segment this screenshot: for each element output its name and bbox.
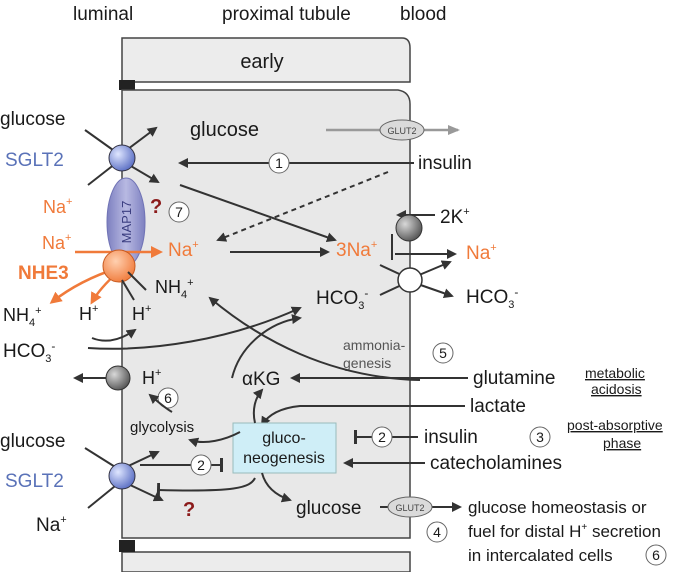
nhe3-stalk-1 — [127, 271, 147, 291]
gluco-glucose-arrow — [261, 472, 292, 503]
glycolysis-h-arrow — [148, 393, 173, 413]
glut2-top — [379, 119, 425, 141]
next-segment — [121, 551, 411, 572]
badge-6b — [645, 544, 667, 566]
question-mark-top: ? — [150, 196, 162, 218]
three-na: 3Na+ — [336, 239, 377, 261]
hco3-to-blood-arrow — [87, 306, 302, 350]
badge-5-label: 5 — [439, 345, 447, 361]
nh4-left: NH4+ — [3, 305, 42, 329]
na-blood: Na+ — [466, 242, 497, 264]
badge-7 — [168, 201, 190, 223]
insulin-top: insulin — [418, 153, 472, 174]
homeostasis-line-2: fuel for distal H+ secretion — [468, 522, 661, 541]
header-blood: blood — [400, 4, 447, 25]
badge-7-label: 7 — [175, 204, 183, 220]
ammonia-label-1: ammonia- — [343, 337, 406, 353]
na-top-2: Na+ — [42, 232, 71, 253]
header-luminal: luminal — [73, 4, 133, 25]
badge-2b-label: 2 — [378, 429, 386, 445]
h-left: H+ — [79, 303, 98, 324]
sglt2-top-label: SGLT2 — [5, 150, 64, 171]
badge-3-label: 3 — [536, 429, 544, 445]
post-absorptive-2: phase — [603, 435, 641, 451]
glut2-bottom — [387, 496, 433, 518]
badge-2a — [190, 454, 212, 476]
hco3-left: HCO3- — [3, 339, 55, 365]
metabolic-acidosis-2: acidosis — [591, 381, 642, 397]
glucose-top-left: glucose — [0, 109, 66, 130]
badge-6b-label: 6 — [652, 547, 660, 563]
na-k-atpase — [395, 214, 423, 242]
glucose-na-cross-arrow — [179, 184, 337, 243]
nhe3-transporter — [102, 249, 136, 283]
glucose-bottom-cell: glucose — [296, 498, 362, 519]
glucose-cell-label: glucose — [190, 119, 259, 141]
map17-label: MAP17 — [119, 201, 134, 244]
nhe3-label: NHE3 — [18, 263, 69, 284]
badge-1 — [268, 152, 290, 174]
h-atpase — [105, 365, 131, 391]
glycolysis-label: glycolysis — [130, 419, 194, 436]
homeostasis-line-1: glucose homeostasis or — [468, 498, 647, 517]
insulin-mid-label: insulin — [424, 427, 478, 448]
h-pump-label: H+ — [142, 367, 161, 388]
sglt2-bottom-out-2 — [127, 483, 164, 502]
insulin-dashed-arrow — [216, 171, 389, 242]
badge-1-label: 1 — [275, 155, 283, 171]
glut2-top-label: GLUT2 — [387, 126, 416, 136]
akg-label: αKG — [242, 369, 280, 390]
glucose-bottom-left: glucose — [0, 431, 66, 452]
gluco-label-1: gluco- — [262, 430, 306, 447]
nbce1-transporter — [397, 267, 423, 293]
na-bottom: Na+ — [36, 514, 67, 536]
sglt2-gluco-inhibit — [156, 477, 256, 498]
question-mark-bottom: ? — [183, 499, 195, 521]
lactate-arrow — [260, 405, 465, 427]
badge-5 — [432, 342, 454, 364]
badge-4 — [426, 521, 448, 543]
gluco-label-2: neogenesis — [243, 450, 325, 467]
gluconeogenesis-box — [232, 422, 337, 474]
post-absorptive-1: post-absorptive — [567, 417, 663, 433]
hco3-cell: HCO3- — [316, 286, 368, 312]
header-proximal: proximal tubule — [222, 4, 351, 25]
akg-hco3-arrow — [231, 314, 302, 379]
two-k: 2K+ — [440, 206, 470, 228]
tight-junction-top — [119, 80, 135, 90]
badge-6a-label: 6 — [164, 390, 172, 406]
h-mid: H+ — [132, 303, 151, 324]
glut2-bottom-label: GLUT2 — [395, 503, 424, 513]
tight-junction-bottom — [119, 540, 135, 552]
badge-2a-label: 2 — [197, 457, 205, 473]
sglt2-bottom-transporter — [108, 462, 136, 490]
nh4-cell: NH4+ — [155, 277, 194, 301]
badge-3 — [529, 426, 551, 448]
badge-4-label: 4 — [433, 524, 441, 540]
badge-2b — [371, 426, 393, 448]
tubule-cell — [121, 89, 411, 539]
sglt2-bottom-label: SGLT2 — [5, 471, 64, 492]
sglt2-top-transporter — [108, 144, 136, 172]
glutamine-label: glutamine — [473, 368, 555, 389]
gluco-akg-arrow — [252, 388, 264, 424]
ammonia-label-2: genesis — [343, 355, 391, 371]
catecholamines-label: catecholamines — [430, 453, 562, 474]
na-cell: Na+ — [168, 239, 199, 261]
early-label: early — [240, 51, 283, 73]
nhe3-stalk-2 — [121, 279, 135, 301]
gluco-glycolysis-arrow — [188, 431, 241, 448]
homeostasis-line-3: in intercalated cells — [468, 546, 613, 565]
h-secretion-arrow — [91, 328, 137, 342]
hco3-blood: HCO3- — [466, 285, 518, 311]
metabolic-acidosis-1: metabolic — [585, 365, 645, 381]
lactate-label: lactate — [470, 396, 526, 417]
early-segment — [121, 37, 411, 83]
na-top-1: Na+ — [43, 196, 72, 217]
